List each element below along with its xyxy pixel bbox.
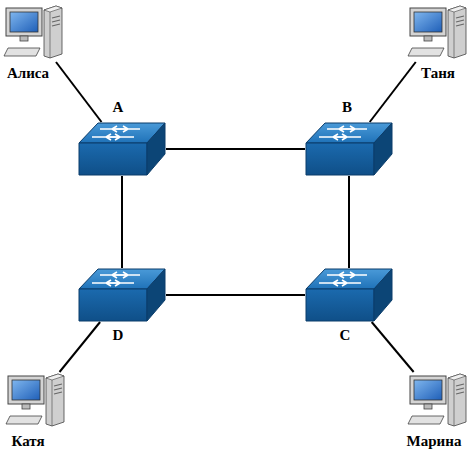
computer-node: Алиса (4, 4, 64, 62)
network-switch: A (78, 122, 166, 176)
tower-edge (50, 12, 51, 58)
switch-side (374, 123, 392, 175)
drive-bay (52, 16, 60, 18)
screen (414, 12, 442, 32)
drive-bay (52, 24, 60, 26)
tower-edge (454, 12, 455, 58)
tower-top (44, 6, 62, 12)
tower-edge (52, 380, 53, 426)
computer-icon (4, 4, 64, 62)
network-switch: D (78, 268, 166, 322)
keyboard (408, 416, 444, 424)
screen (12, 380, 40, 400)
network-cable (372, 322, 414, 372)
drive-bay (54, 392, 62, 394)
drive-bay (456, 384, 464, 386)
keyboard (6, 416, 42, 424)
switch-letter: B (342, 98, 352, 116)
drive-bay (456, 388, 464, 390)
drive-bay (456, 24, 464, 26)
drive-bay (456, 392, 464, 394)
tower (44, 6, 62, 58)
drive-bay (52, 20, 60, 22)
network-cable (348, 176, 350, 268)
switch-icon (305, 122, 393, 176)
keyboard (408, 48, 444, 56)
screen (10, 12, 38, 32)
monitor-stand (20, 36, 28, 41)
monitor (6, 8, 42, 36)
computer-node: Таня (408, 4, 468, 62)
switch-arrow (333, 280, 361, 286)
computer-node: Катя (6, 372, 66, 430)
tower-top (448, 374, 466, 380)
switch-letter: D (113, 326, 124, 344)
switch-front (306, 143, 374, 175)
switch-arrow (339, 272, 367, 278)
switch-arrow (333, 134, 361, 140)
user-name: Алиса (7, 64, 49, 82)
network-cable (60, 322, 101, 372)
switch-front (306, 289, 374, 321)
network-switch: B (305, 122, 393, 176)
switch-side (147, 123, 165, 175)
monitor (410, 8, 446, 36)
switch-arrow (106, 280, 134, 286)
drive-bay (456, 16, 464, 18)
switch-letter: A (113, 98, 124, 116)
tower-edge (454, 380, 455, 426)
network-cable (166, 294, 305, 296)
computer-node: Марина (408, 372, 468, 430)
network-cable (121, 176, 123, 268)
switch-arrow (106, 134, 134, 140)
network-cable (370, 62, 416, 122)
keyboard (4, 48, 40, 56)
user-name: Таня (421, 64, 455, 82)
drive-bay (54, 388, 62, 390)
switch-icon (78, 122, 166, 176)
switch-arrow (112, 272, 140, 278)
tower-top (46, 374, 64, 380)
tower (46, 374, 64, 426)
network-cable (166, 148, 305, 150)
switch-side (147, 269, 165, 321)
tower (448, 374, 466, 426)
drive-bay (54, 384, 62, 386)
drive-bay (456, 20, 464, 22)
network-cable (56, 62, 102, 122)
switch-front (79, 289, 147, 321)
screen (414, 380, 442, 400)
monitor (8, 376, 44, 404)
switch-side (374, 269, 392, 321)
computer-icon (408, 4, 468, 62)
switch-front (79, 143, 147, 175)
user-name: Марина (407, 432, 462, 450)
monitor-stand (22, 404, 30, 409)
switch-arrow (339, 126, 367, 132)
switch-icon (78, 268, 166, 322)
tower (448, 6, 466, 58)
computer-icon (6, 372, 66, 430)
computer-icon (408, 372, 468, 430)
monitor-stand (424, 404, 432, 409)
switch-icon (305, 268, 393, 322)
switch-arrow (112, 126, 140, 132)
user-name: Катя (11, 432, 44, 450)
monitor-stand (424, 36, 432, 41)
network-switch: C (305, 268, 393, 322)
switch-letter: C (340, 326, 351, 344)
monitor (410, 376, 446, 404)
tower-top (448, 6, 466, 12)
